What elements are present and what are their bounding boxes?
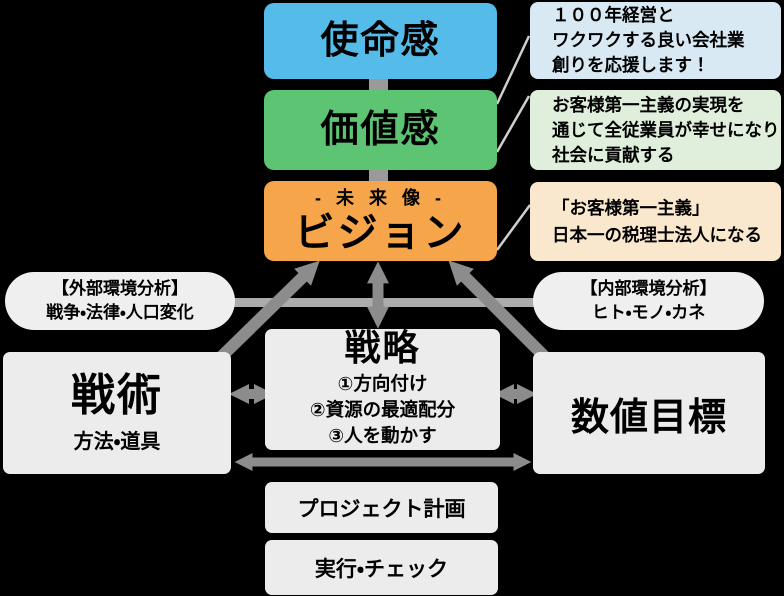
vision-note-callout-line <box>495 204 532 251</box>
strategy-item: ③人を動かす <box>328 425 437 446</box>
values-note: お客様第一主義の実現を 通じて全従業員が幸せになり 社会に貢献する <box>530 90 781 170</box>
values-vision-connector <box>369 168 388 183</box>
mission-values-connector <box>369 77 388 92</box>
vision-note-line: 「お客様第一主義」 <box>552 197 710 218</box>
execute-check-box: 実行・チェック <box>265 540 498 595</box>
targets-box: 数値目標 <box>533 352 765 474</box>
external-analysis-items: 戦争・法律・人口変化 <box>46 303 194 322</box>
values-note-callout-line <box>495 95 531 153</box>
strategy-label: 戦略 <box>344 327 421 368</box>
mission-note-line: 創りを応援します！ <box>552 55 710 75</box>
external-analysis-title: 【外部環境分析】 <box>52 279 188 298</box>
values-label: 価値感 <box>320 109 441 151</box>
targets-to-vision-arrow <box>448 260 551 363</box>
values-note-line: 通じて全従業員が幸せになり <box>552 119 780 140</box>
mission-label: 使命感 <box>320 20 441 62</box>
project-plan-label: プロジェクト計画 <box>297 497 466 521</box>
strategy-box: 戦略 ①方向付け ②資源の最適配分 ③人を動かす <box>265 329 500 450</box>
internal-analysis-pill: 【内部環境分析】 ヒト・モノ・カネ <box>533 272 764 330</box>
vision-label: ビジョン <box>294 211 467 255</box>
vision-box: - 未 来 像 - ビジョン <box>264 181 497 261</box>
values-note-line: お客様第一主義の実現を <box>552 94 745 115</box>
execute-check-label: 実行・チェック <box>314 557 449 581</box>
mission-box: 使命感 <box>264 3 497 79</box>
values-box: 価値感 <box>264 90 497 170</box>
vision-note-line: 日本一の税理士法人になる <box>552 224 762 245</box>
internal-analysis-items: ヒト・モノ・カネ <box>591 303 706 322</box>
tactics-to-vision-arrow <box>215 260 320 363</box>
external-analysis-pill: 【外部環境分析】 戦争・法律・人口変化 <box>5 272 235 330</box>
mission-note: １００年経営と ワクワクする良い会社業 創りを応援します！ <box>530 2 781 79</box>
strategy-item: ①方向付け <box>337 373 428 394</box>
mission-note-callout-line <box>495 35 531 105</box>
vision-subtitle: - 未 来 像 - <box>315 188 446 208</box>
values-note-line: 社会に貢献する <box>552 144 675 165</box>
tactics-box: 戦術 方法・道具 <box>3 352 231 474</box>
vision-note: 「お客様第一主義」 日本一の税理士法人になる <box>530 182 781 261</box>
mission-note-line: １００年経営と <box>552 5 675 25</box>
internal-analysis-title: 【内部環境分析】 <box>580 279 717 298</box>
mission-note-line: ワクワクする良い会社業 <box>552 30 745 50</box>
project-plan-box: プロジェクト計画 <box>265 482 498 533</box>
strategy-item: ②資源の最適配分 <box>309 399 456 420</box>
tactics-subtitle: 方法・道具 <box>73 431 161 453</box>
targets-label: 数値目標 <box>570 396 727 439</box>
tactics-label: 戦術 <box>71 371 163 420</box>
